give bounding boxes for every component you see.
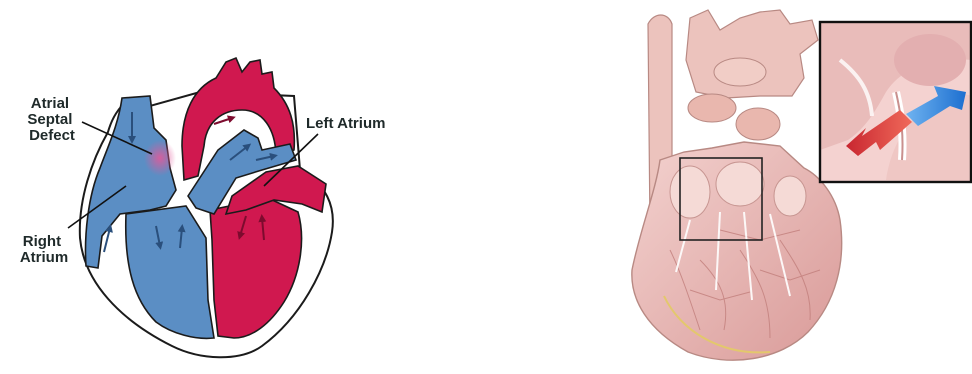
right-atrium-label-line1: Right — [23, 233, 61, 250]
inset-magnified-view — [820, 22, 972, 182]
vessel-opening-1 — [688, 94, 736, 122]
right-atrium-label-line2: Atrium — [20, 249, 68, 266]
vessel-opening-2 — [736, 108, 780, 140]
chamber-cavity-1 — [670, 166, 710, 218]
chamber-cavity-3 — [774, 176, 806, 216]
right-atrium-label: Right Atrium — [20, 233, 68, 266]
vessel-opening-3 — [714, 58, 766, 86]
septal-defect-highlight — [144, 140, 176, 176]
asd-label-line3: Defect — [29, 127, 75, 144]
schematic-heart — [68, 58, 333, 357]
asd-label-line1: Atrial — [31, 95, 69, 112]
anatomical-heart — [632, 10, 842, 360]
chamber-cavity-2 — [716, 162, 764, 206]
asd-label-line2: Septal — [27, 111, 72, 128]
left-atrium-label: Left Atrium — [306, 115, 385, 132]
asd-label: Atrial Septal Defect — [27, 95, 76, 144]
